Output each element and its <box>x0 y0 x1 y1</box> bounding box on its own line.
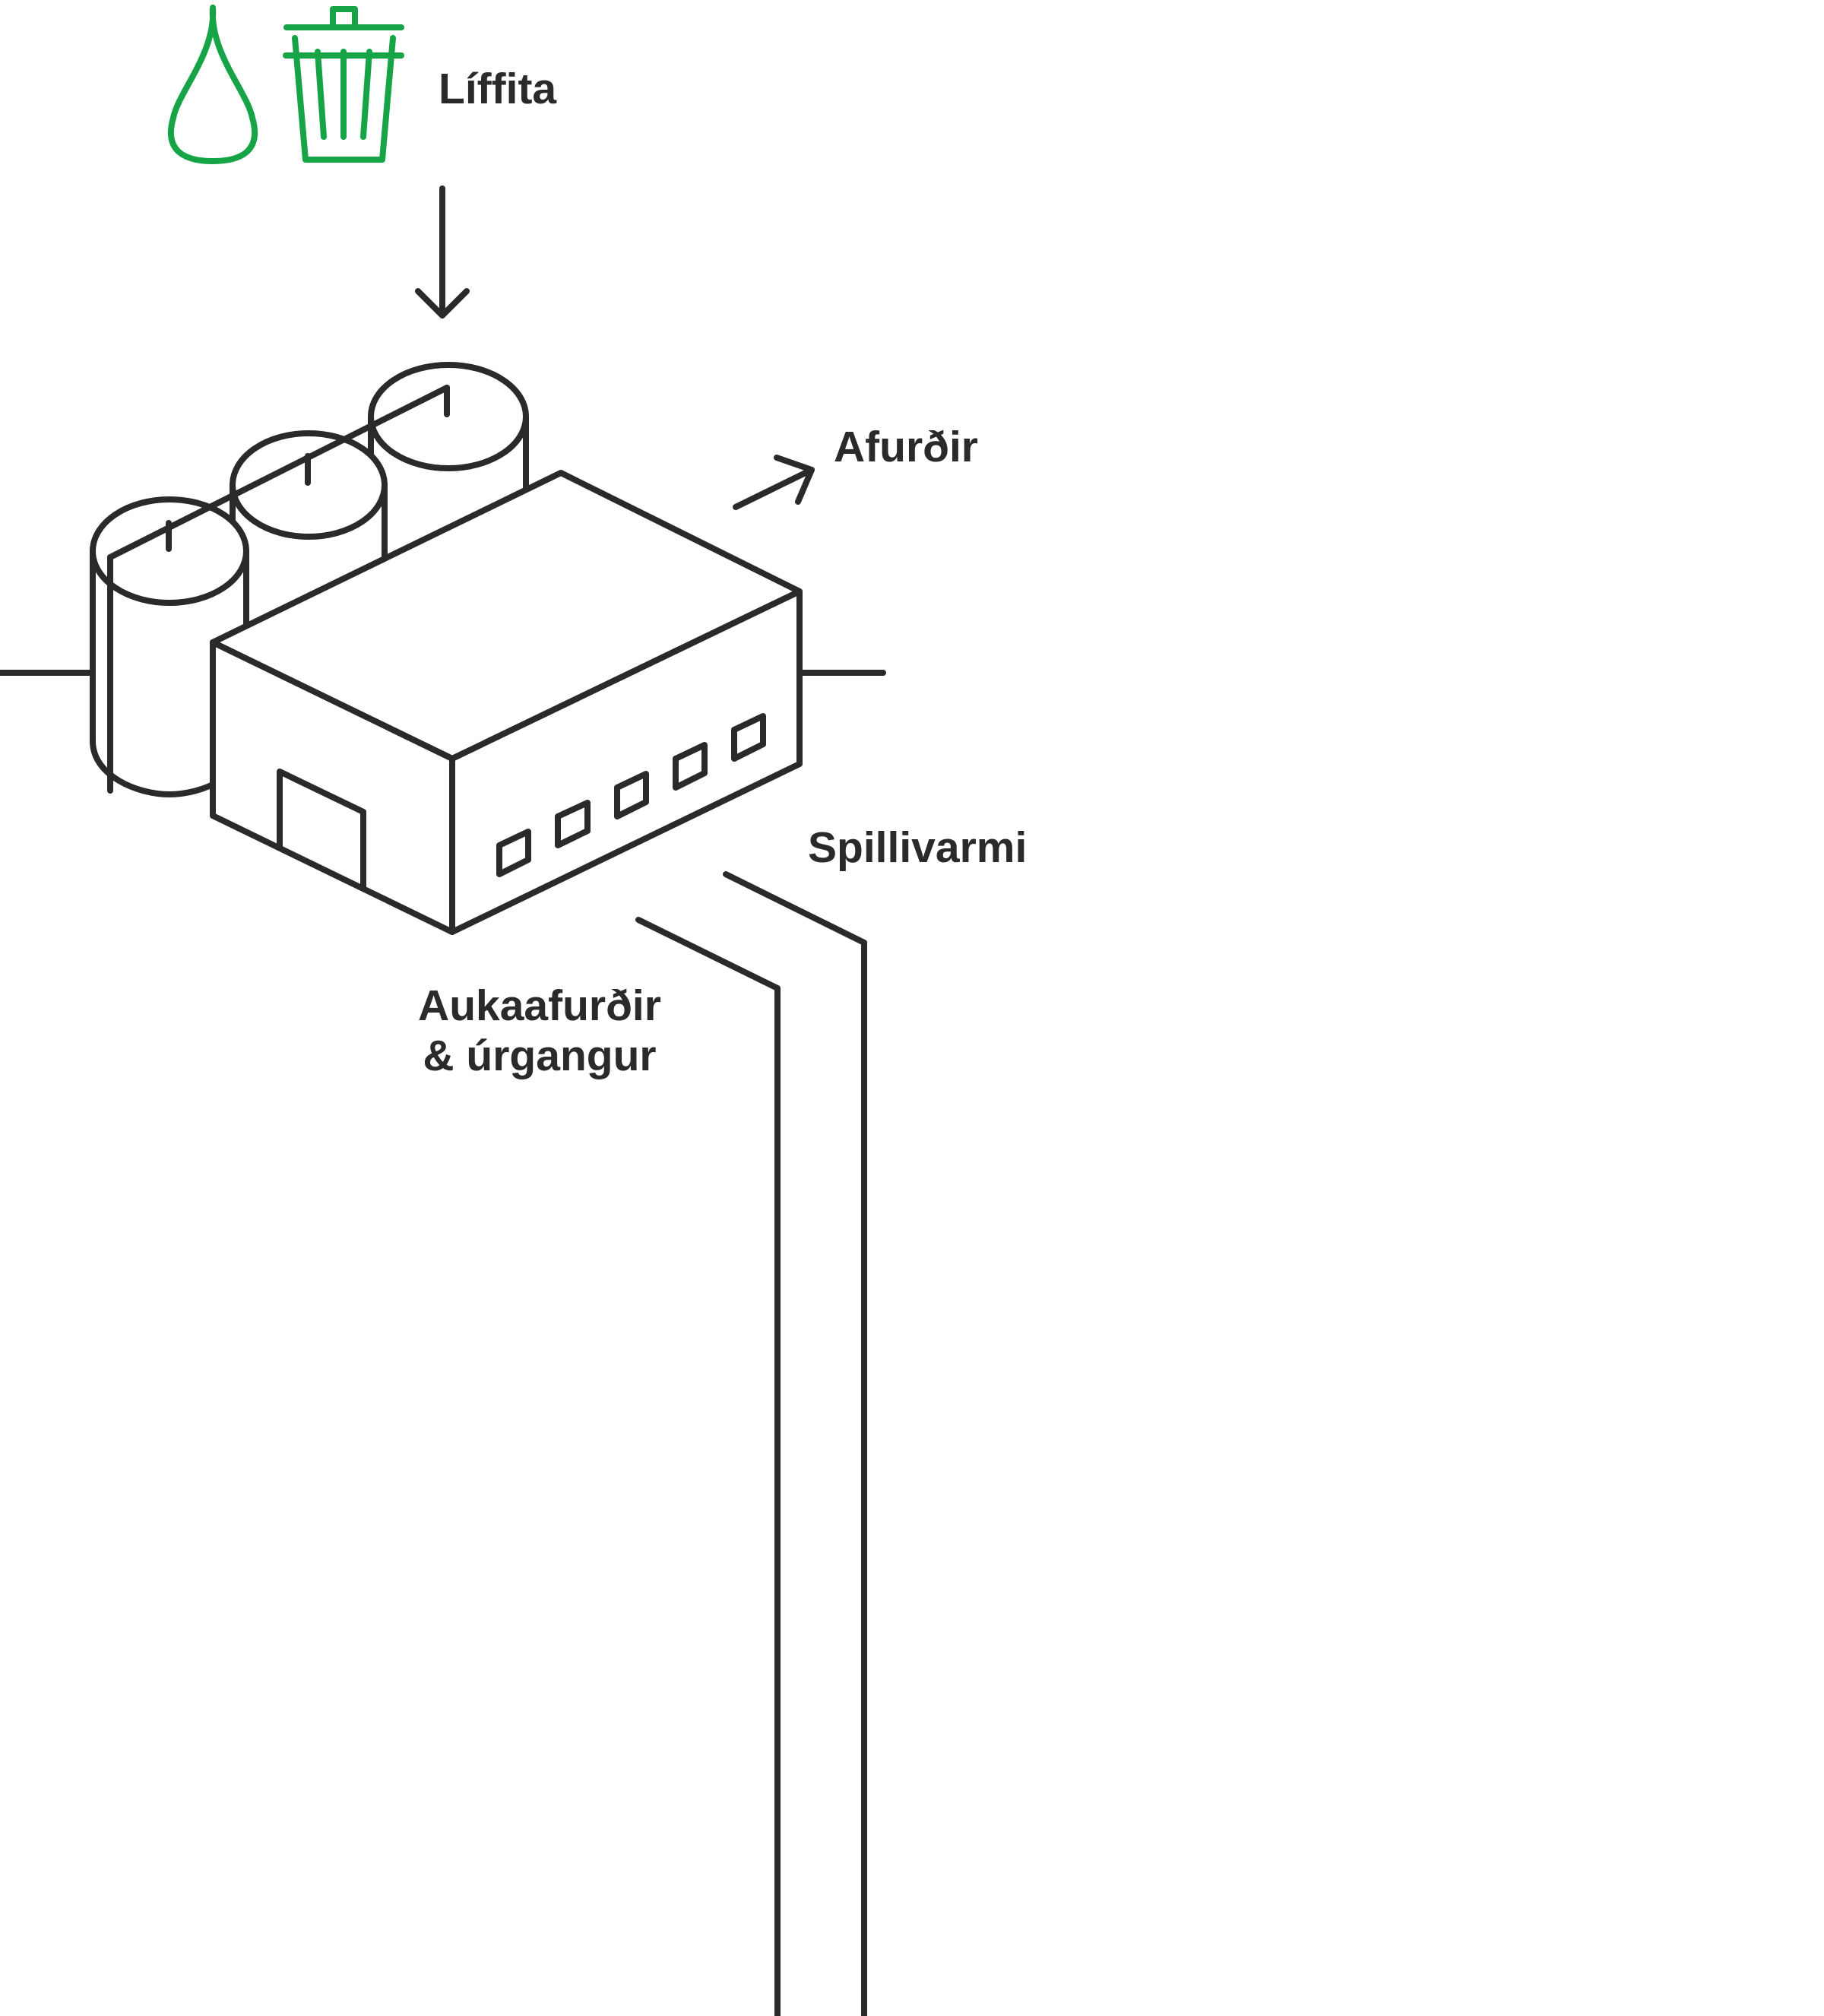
waste-heat-label: Spillivarmi <box>808 823 1028 872</box>
byproducts-pipe <box>635 917 781 2016</box>
factory-building <box>210 470 803 935</box>
byproducts-label-line-2: & úrgangur <box>423 1032 657 1080</box>
waste-heat-pipe <box>723 871 867 2016</box>
trash-can-icon <box>283 6 404 163</box>
tank-front <box>90 496 249 797</box>
arrow-down-icon <box>415 185 470 319</box>
input-label: Líffita <box>439 65 557 113</box>
windows <box>496 713 766 877</box>
droplet-icon <box>167 5 258 164</box>
byproducts-label-line-1: Aukaafurðir <box>418 981 661 1030</box>
door <box>277 769 366 891</box>
products-label: Afurðir <box>834 423 978 471</box>
arrow-up-right-icon <box>733 455 815 510</box>
byproducts-label: Aukaafurðir & úrgangur <box>380 981 699 1081</box>
